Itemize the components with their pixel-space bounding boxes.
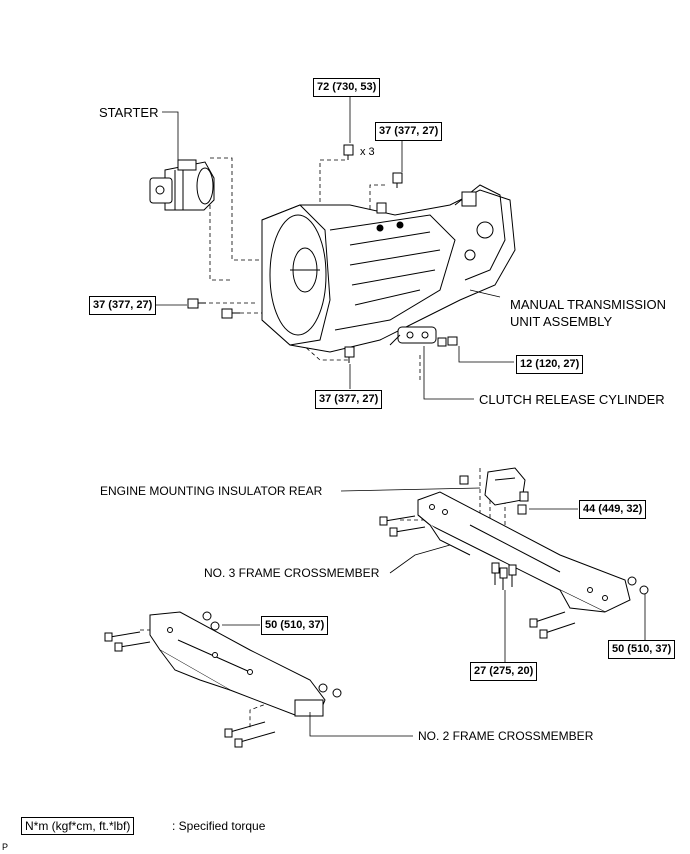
- label-multiplier: x 3: [360, 146, 375, 158]
- leader-lines: [153, 95, 646, 737]
- torque-spec-lower-bolt: 37 (377, 27): [315, 390, 383, 409]
- torque-spec-no2-crossmember: 50 (510, 37): [261, 616, 329, 635]
- crossmember-icon: [417, 491, 631, 613]
- torque-spec-upper-bolt: 37 (377, 27): [375, 122, 443, 141]
- bolt-icon: [104, 515, 576, 748]
- insulator-icon: [459, 467, 529, 515]
- corner-mark: P: [2, 842, 9, 852]
- label-manual-transmission: MANUAL TRANSMISSION: [510, 297, 667, 312]
- transmission-icon: [261, 184, 516, 353]
- label-no3-frame-crossmember: NO. 3 FRAME CROSSMEMBER: [204, 566, 380, 580]
- torque-spec-left-bolt: 37 (377, 27): [89, 296, 157, 315]
- nut-icon: [202, 576, 649, 698]
- torque-spec-starter-bolts: 72 (730, 53): [313, 78, 381, 97]
- torque-spec-clutch-bolt: 12 (120, 27): [516, 355, 584, 374]
- torque-spec-no3-crossmember: 50 (510, 37): [608, 640, 676, 659]
- label-no2-frame-crossmember: NO. 2 FRAME CROSSMEMBER: [418, 729, 594, 743]
- legend-description: : Specified torque: [172, 819, 266, 833]
- label-starter: STARTER: [99, 105, 159, 120]
- legend-unit: N*m (kgf*cm, ft.*lbf): [21, 817, 135, 835]
- torque-spec-insulator-bolt: 44 (449, 32): [579, 500, 647, 519]
- bolt-icon: [187, 144, 458, 363]
- clutch-cylinder-icon: [389, 326, 437, 346]
- label-unit-assembly: UNIT ASSEMBLY: [510, 314, 613, 329]
- torque-spec-no3-bottom-bolts: 27 (275, 20): [470, 662, 538, 681]
- label-engine-mounting-insulator-rear: ENGINE MOUNTING INSULATOR REAR: [100, 484, 323, 498]
- starter-motor-icon: [149, 159, 215, 211]
- crossmember-icon: [149, 611, 326, 717]
- label-clutch-release-cylinder: CLUTCH RELEASE CYLINDER: [479, 392, 665, 407]
